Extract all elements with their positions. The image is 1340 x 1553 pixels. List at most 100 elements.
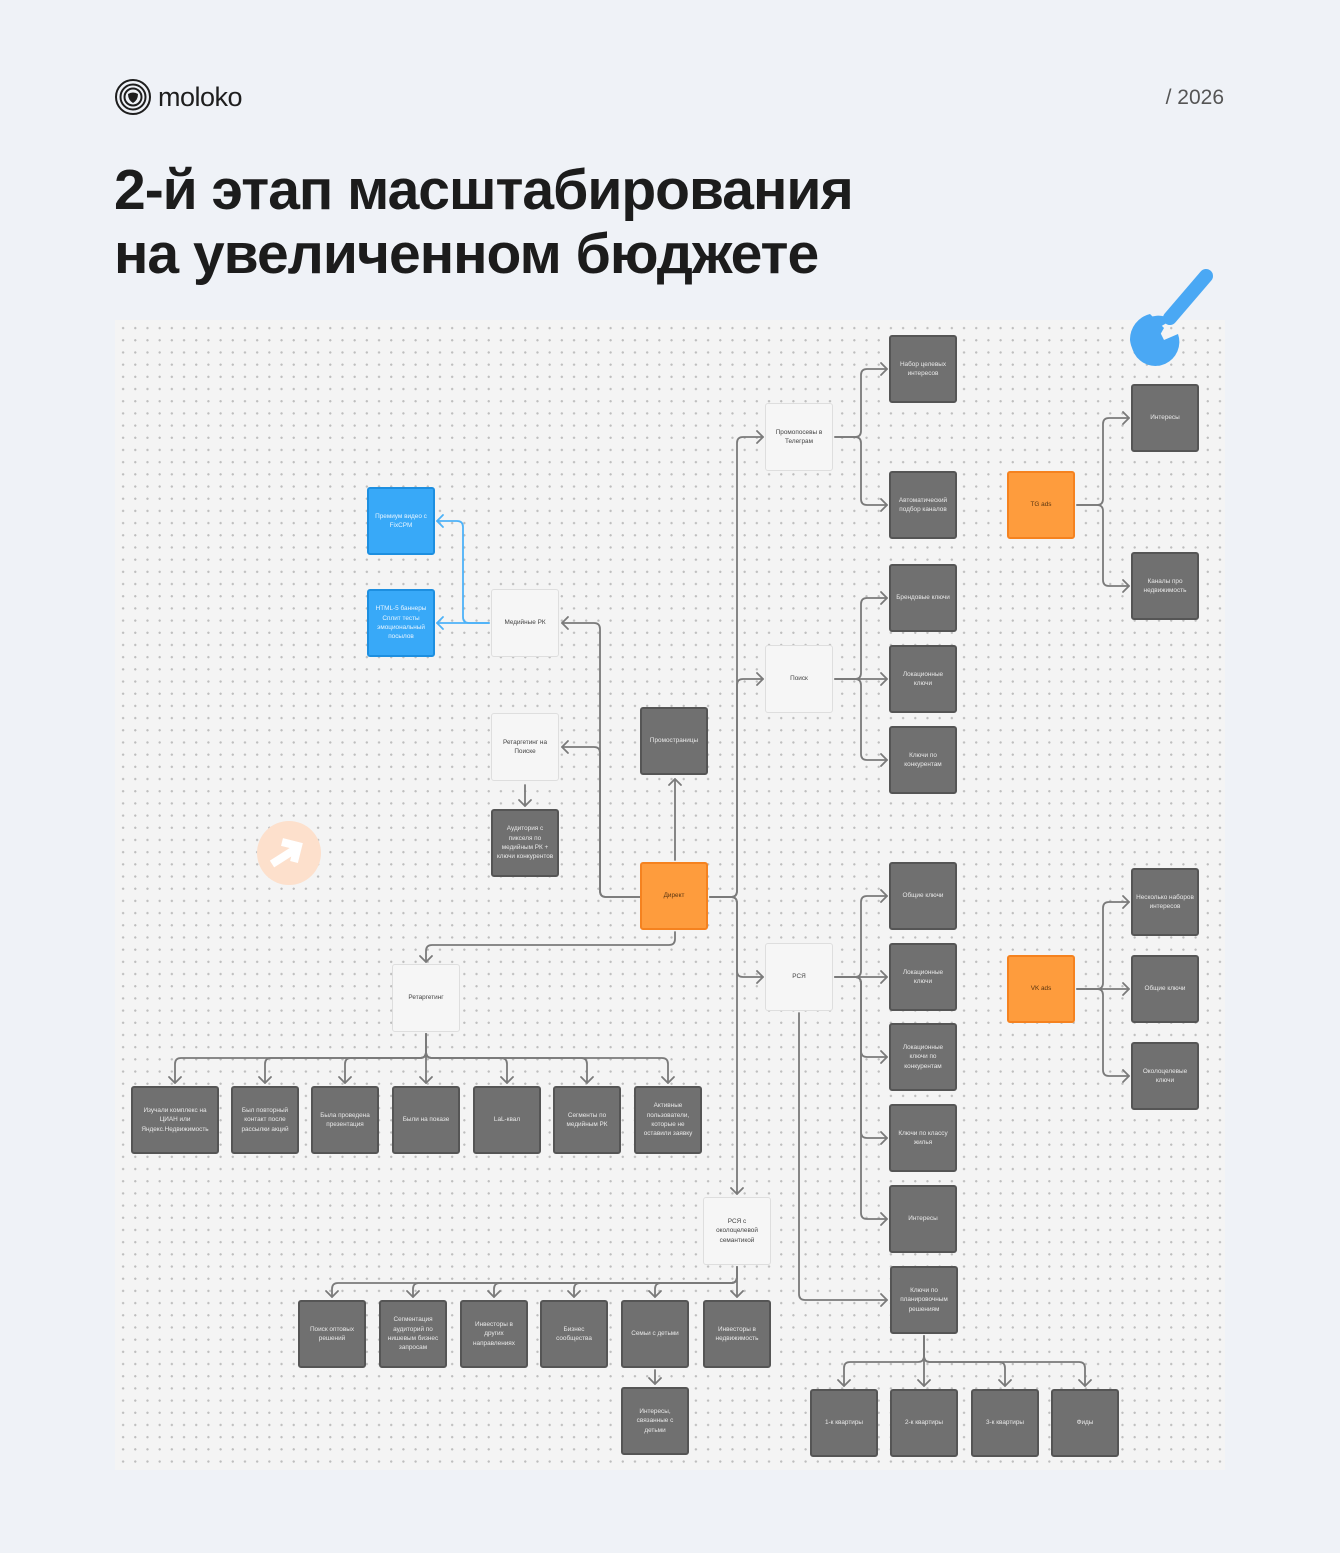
year-label: / 2026 [1165,86,1224,109]
node-r3[interactable]: Была проведена презентация [311,1086,379,1154]
page-title: 2-й этап масштабирования на увеличенном … [114,158,854,286]
node-classkeys[interactable]: Ключи по классу жилья [889,1104,957,1172]
node-label: Промопосевы в Телеграм [775,428,823,445]
node-label: Директ [663,892,685,900]
node-nabor[interactable]: Набор целевых интересов [889,335,957,403]
node-o5child[interactable]: Интересы, связанные с детьми [621,1387,689,1455]
node-o4[interactable]: Бизнес сообщества [540,1300,608,1368]
node-tgchannels[interactable]: Каналы про недвижимость [1131,552,1199,620]
node-brand[interactable]: Брендовые ключи [889,564,957,632]
node-direct[interactable]: Директ [640,862,708,930]
node-autopodbor[interactable]: Автоматический подбор каналов [889,471,957,539]
node-label: Фиды [1076,1419,1094,1427]
node-label: Изучали комплекс на ЦИАН или Яндекс.Недв… [141,1107,209,1133]
node-premium[interactable]: Премиум видео с FixCPM [367,487,435,555]
node-o3[interactable]: Инвесторы в других направлениях [460,1300,528,1368]
node-label: Сегменты по медийным РК [566,1111,608,1128]
node-label: Интересы [908,1215,938,1223]
node-label: Набор целевых интересов [899,360,947,377]
node-label: Был повторный контакт после рассылки акц… [241,1107,289,1133]
node-label: Околоцелевые ключи [1142,1067,1188,1084]
node-o6[interactable]: Инвесторы в недвижимость [703,1300,771,1368]
node-tgads[interactable]: TG ads [1007,471,1075,539]
node-common1[interactable]: Общие ключи [889,862,957,930]
node-search[interactable]: Поиск [765,645,833,713]
node-label: Автоматический подбор каналов [898,496,948,513]
node-vkads[interactable]: VK ads [1007,955,1075,1023]
title-line-1: 2-й этап масштабирования [114,158,854,222]
node-label: HTML-5 баннеры Сплит тесты эмоциональный… [375,605,427,641]
node-competitors[interactable]: Ключи по конкурентам [889,726,957,794]
node-label: РСЯ с околоцелевой семантикой [716,1218,758,1244]
node-label: Общие ключи [902,892,944,900]
node-label: Ретаргетинг на Поиске [502,738,548,755]
node-r1[interactable]: Изучали комплекс на ЦИАН или Яндекс.Недв… [131,1086,219,1154]
node-html5[interactable]: HTML-5 баннеры Сплит тесты эмоциональный… [367,589,435,657]
brand-logo: moloko [114,78,243,116]
node-label: Ключи по классу жилья [898,1129,948,1146]
node-lockeys1[interactable]: Локационные ключи [889,645,957,713]
node-label: Поиск оптовых решений [309,1325,355,1342]
node-r6[interactable]: Сегменты по медийным РК [553,1086,621,1154]
node-rsya[interactable]: РСЯ [765,943,833,1011]
node-retarget[interactable]: Ретаргетинг [392,964,460,1032]
node-label: TG ads [1030,501,1052,509]
node-r4[interactable]: Были на показе [392,1086,460,1154]
node-vkmulti[interactable]: Несколько наборов интересов [1131,868,1199,936]
node-label: VK ads [1030,985,1052,993]
node-o5[interactable]: Семьи с детьми [621,1300,689,1368]
node-label: Промостраницы [649,737,699,745]
node-vkcommon[interactable]: Общие ключи [1131,955,1199,1023]
wrench-icon [1129,269,1213,366]
node-lockeys2[interactable]: Локационные ключи [889,943,957,1011]
node-label: Несколько наборов интересов [1136,893,1194,910]
node-label: Медийные РК [504,619,546,627]
node-label: Интересы [1150,414,1180,422]
node-feeds[interactable]: Фиды [1051,1389,1119,1457]
moloko-logo-icon [115,79,151,115]
node-label: Каналы про недвижимость [1143,577,1187,594]
node-label: Семьи с детьми [631,1330,679,1338]
node-label: 2-к квартиры [905,1419,943,1427]
node-k2[interactable]: 2-к квартиры [890,1389,958,1457]
node-retsearch[interactable]: Ретаргетинг на Поиске [491,713,559,781]
node-planning[interactable]: Ключи по планировочным решениям [890,1266,958,1334]
node-label: Ключи по конкурентам [904,751,942,768]
node-r5[interactable]: LaL-квал [473,1086,541,1154]
node-lockeyscomp[interactable]: Локационные ключи по конкурентам [889,1023,957,1091]
node-label: Брендовые ключи [896,594,950,602]
node-rsyaokolo[interactable]: РСЯ с околоцелевой семантикой [703,1197,771,1265]
arrow-circle-icon [257,821,321,885]
node-label: Локационные ключи [902,670,944,687]
node-label: Ключи по планировочным решениям [900,1287,948,1313]
node-tginterests[interactable]: Интересы [1131,384,1199,452]
node-label: Поиск [790,675,808,683]
node-media[interactable]: Медийные РК [491,589,559,657]
node-label: Интересы, связанные с детьми [636,1408,674,1434]
node-promopages[interactable]: Промостраницы [640,707,708,775]
node-o1[interactable]: Поиск оптовых решений [298,1300,366,1368]
node-k1[interactable]: 1-к квартиры [810,1389,878,1457]
node-label: 3-к квартиры [986,1419,1024,1427]
node-label: Общие ключи [1144,985,1186,993]
node-label: Инвесторы в недвижимость [715,1325,759,1342]
node-label: РСЯ [792,973,806,981]
node-k3[interactable]: 3-к квартиры [971,1389,1039,1457]
node-label: Бизнес сообщества [556,1325,592,1342]
node-label: Локационные ключи по конкурентам [902,1044,944,1070]
node-label: Была проведена презентация [320,1111,370,1128]
node-label: LaL-квал [493,1116,521,1124]
node-o2[interactable]: Сегментация аудиторий по нишевым бизнес … [379,1300,447,1368]
node-audpixel[interactable]: Аудитория с пикселя по медийным РК + клю… [491,809,559,877]
node-interests1[interactable]: Интересы [889,1185,957,1253]
node-label: Аудитория с пикселя по медийным РК + клю… [496,825,554,861]
node-label: Активные пользователи, которые не остави… [643,1102,693,1138]
node-label: Были на показе [402,1116,450,1124]
node-label: Ретаргетинг [408,994,444,1002]
node-r2[interactable]: Был повторный контакт после рассылки акц… [231,1086,299,1154]
node-promotg[interactable]: Промопосевы в Телеграм [765,403,833,471]
node-label: Инвесторы в других направлениях [473,1321,515,1347]
node-vkokolo[interactable]: Околоцелевые ключи [1131,1042,1199,1110]
node-r7[interactable]: Активные пользователи, которые не остави… [634,1086,702,1154]
node-label: Премиум видео с FixCPM [375,512,427,529]
